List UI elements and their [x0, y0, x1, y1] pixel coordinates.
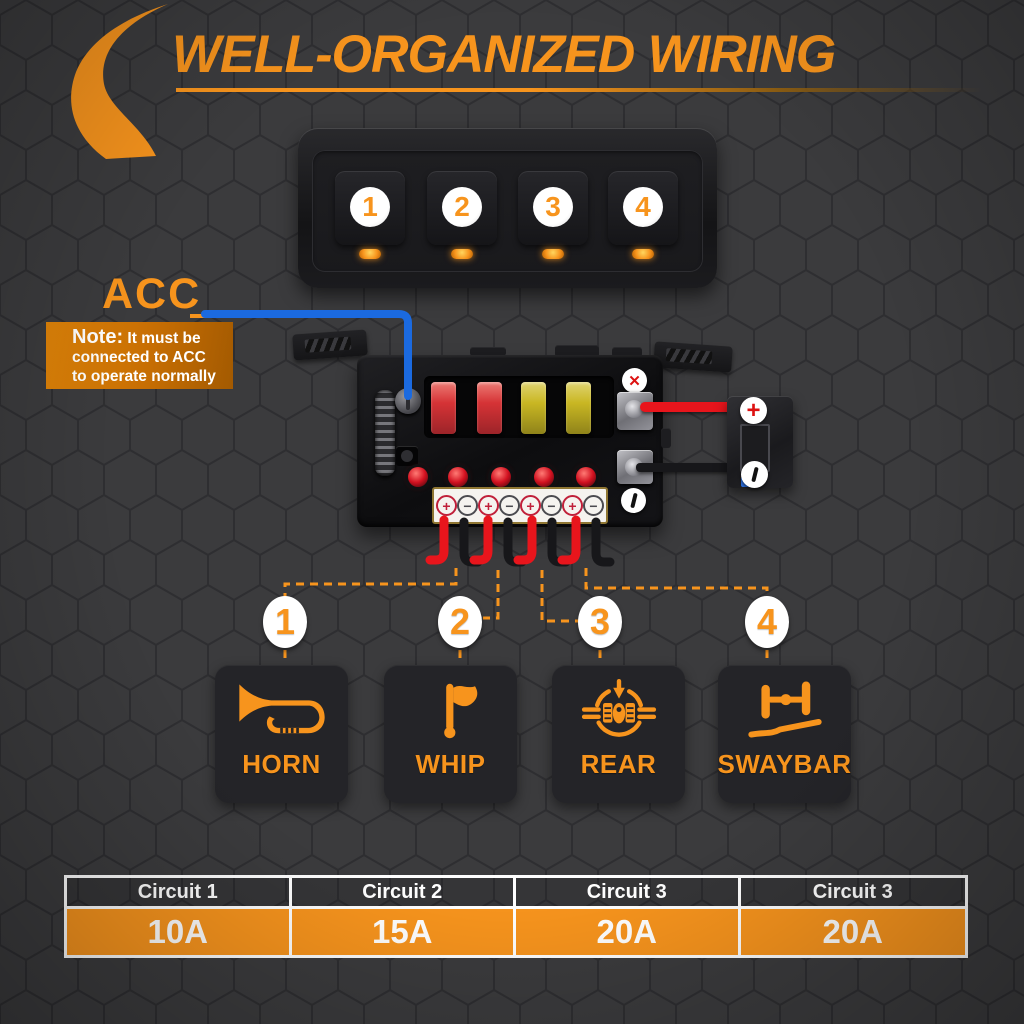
- page-title: WELL-ORGANIZED WIRING: [172, 25, 836, 84]
- mounting-bracket-right: [653, 341, 733, 373]
- battery-positive-icon: +: [740, 397, 767, 424]
- status-led-5: [576, 467, 596, 487]
- ground-mark-icon: [621, 488, 646, 513]
- note-line-3: to operate normally: [72, 368, 216, 385]
- accessory-label: HORN: [242, 749, 321, 779]
- circuit-spec-table: Circuit 1 Circuit 2 Circuit 3 Circuit 3 …: [64, 875, 968, 958]
- plus-terminal-icon: +: [520, 495, 541, 516]
- accessory-label: WHIP: [415, 749, 486, 779]
- swaybar-icon: [747, 681, 822, 738]
- note-line-1: It must be: [127, 330, 201, 347]
- fuse-yellow-1: [521, 382, 546, 434]
- positive-mark-icon: ✕: [622, 368, 647, 393]
- switch-number-2: 2: [442, 187, 482, 227]
- circuit-number-4: 4: [745, 596, 789, 648]
- horn-icon: [238, 684, 325, 734]
- switch-number-3: 3: [533, 187, 573, 227]
- brand-swoosh-logo: [71, 4, 168, 159]
- table-value-cell: 15A: [291, 909, 516, 955]
- reset-button[interactable]: [396, 446, 418, 466]
- whip-icon: [443, 683, 477, 739]
- table-header-cell: Circuit 3: [516, 878, 741, 909]
- minus-terminal-icon: −: [583, 495, 604, 516]
- fuse-red-1: [431, 382, 456, 434]
- fuse-red-2: [477, 382, 502, 434]
- circuit-number-1: 1: [263, 596, 307, 648]
- fuse-yellow-2: [566, 382, 591, 434]
- note-prefix: Note:: [72, 326, 124, 348]
- battery-negative-icon: [741, 461, 768, 488]
- table-header-cell: Circuit 3: [740, 878, 965, 909]
- table-value-cell: 20A: [516, 909, 741, 955]
- acc-underscore: [190, 314, 205, 318]
- status-led-2: [448, 467, 468, 487]
- minus-terminal-icon: −: [499, 495, 520, 516]
- coil-spring: [375, 390, 395, 476]
- battery-negative-bar: [750, 466, 759, 483]
- led-indicator-3: [542, 249, 564, 259]
- battery-ground-wire: [636, 463, 750, 472]
- acc-note: Note: It must be connected to ACC to ope…: [46, 322, 233, 389]
- box-top-tab: [555, 345, 599, 357]
- status-led-1: [408, 467, 428, 487]
- accessory-card-rear: REAR: [552, 665, 685, 803]
- circuit-number-3: 3: [578, 596, 622, 648]
- minus-terminal-icon: −: [457, 495, 478, 516]
- status-led-4: [534, 467, 554, 487]
- plus-terminal-icon: +: [478, 495, 499, 516]
- led-indicator-4: [632, 249, 654, 259]
- status-led-3: [491, 467, 511, 487]
- switch-button-2[interactable]: 2: [427, 171, 497, 245]
- led-indicator-2: [451, 249, 473, 259]
- rear-icon: [581, 679, 656, 737]
- ground-bar: [629, 492, 638, 509]
- box-top-tab: [470, 347, 506, 356]
- battery-positive-wire: [640, 402, 758, 412]
- accessory-card-whip: WHIP: [384, 665, 517, 803]
- note-line-2: connected to ACC: [72, 349, 206, 366]
- switch-number-1: 1: [350, 187, 390, 227]
- circuit-number-2: 2: [438, 596, 482, 648]
- accessory-card-swaybar: SWAYBAR: [718, 665, 851, 803]
- switch-number-4: 4: [623, 187, 663, 227]
- table-value-cell: 20A: [740, 909, 965, 955]
- box-top-tab: [612, 347, 642, 357]
- accessory-label: SWAYBAR: [717, 749, 852, 779]
- switch-button-1[interactable]: 1: [335, 171, 405, 245]
- mounting-bracket-left: [292, 329, 368, 361]
- table-header-cell: Circuit 1: [67, 878, 292, 909]
- switch-button-3[interactable]: 3: [518, 171, 588, 245]
- accessory-label: REAR: [580, 749, 657, 779]
- led-indicator-1: [359, 249, 381, 259]
- box-side-tab: [661, 428, 671, 448]
- switch-button-4[interactable]: 4: [608, 171, 678, 245]
- minus-terminal-icon: −: [541, 495, 562, 516]
- plus-terminal-icon: +: [562, 495, 583, 516]
- acc-screw-terminal: [395, 388, 421, 414]
- table-value-cell: 10A: [67, 909, 292, 955]
- title-underline: [176, 88, 1016, 92]
- accessory-card-horn: HORN: [215, 665, 348, 803]
- acc-label: ACC: [102, 270, 202, 318]
- table-header-cell: Circuit 2: [291, 878, 516, 909]
- output-terminal-strip: + − + − + − + −: [432, 487, 608, 524]
- plus-terminal-icon: +: [436, 495, 457, 516]
